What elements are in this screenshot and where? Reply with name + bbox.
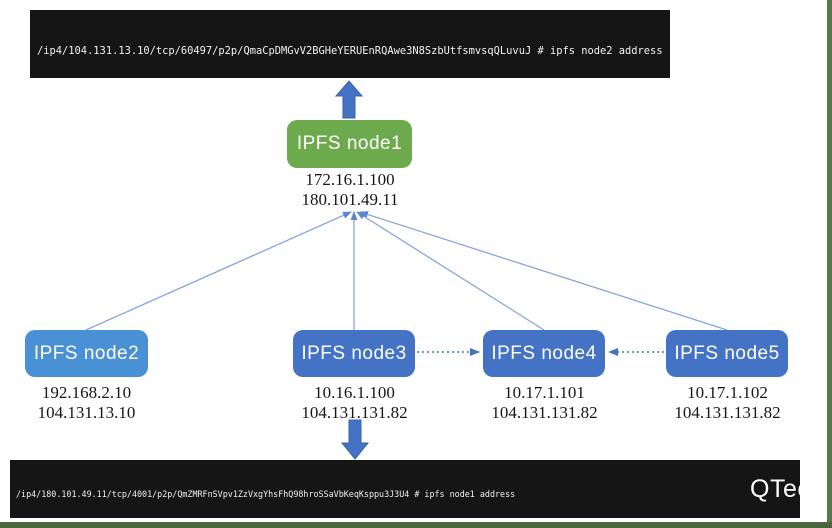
node-box-ipfs-node5: IPFS node5 bbox=[666, 330, 788, 377]
ip-address: 104.131.13.10 bbox=[37, 403, 136, 422]
fan-line-node4-node1 bbox=[356, 211, 545, 331]
fan-line-node5-node1 bbox=[359, 211, 728, 331]
node1-ip-list: 172.16.1.100 180.101.49.11 bbox=[269, 170, 431, 210]
ip-address: 172.16.1.100 bbox=[305, 170, 395, 189]
node5-ip-list: 10.17.1.102 104.131.131.82 bbox=[655, 383, 800, 423]
fan-line-node2-node1 bbox=[85, 211, 352, 331]
qtech-watermark: QTech bbox=[750, 475, 825, 503]
ip-address: 192.168.2.10 bbox=[41, 383, 132, 402]
ip-address: 104.131.131.82 bbox=[674, 403, 781, 422]
node-box-ipfs-node3: IPFS node3 bbox=[293, 330, 415, 377]
node-label: IPFS node1 bbox=[296, 133, 403, 154]
node3-ip-list: 10.16.1.100 104.131.131.82 bbox=[282, 383, 427, 423]
node-box-ipfs-node2: IPFS node2 bbox=[25, 330, 148, 377]
ip-address: 10.16.1.100 bbox=[314, 383, 395, 402]
frame-edge-right bbox=[827, 0, 832, 528]
node2-ip-list: 192.168.2.10 104.131.13.10 bbox=[14, 383, 159, 423]
node-box-ipfs-node1: IPFS node1 bbox=[287, 120, 412, 168]
ip-address: 180.101.49.11 bbox=[301, 190, 399, 209]
node-label: IPFS node3 bbox=[301, 342, 407, 364]
node-label: IPFS node5 bbox=[674, 342, 780, 364]
frame-edge-bottom bbox=[0, 522, 832, 528]
terminal-line: /ip4/180.101.49.11/tcp/4001/p2p/QmZMRFnS… bbox=[16, 488, 516, 499]
ip-address: 10.17.1.101 bbox=[504, 383, 585, 402]
bottom-terminal-output: /ip4/180.101.49.11/tcp/4001/p2p/QmZMRFnS… bbox=[10, 460, 800, 518]
top-terminal-output: /ip4/104.131.13.10/tcp/60497/p2p/QmaCpDM… bbox=[30, 10, 670, 78]
ip-address: 104.131.131.82 bbox=[301, 403, 408, 422]
node-box-ipfs-node4: IPFS node4 bbox=[483, 330, 605, 377]
up-arrow bbox=[334, 80, 364, 119]
down-arrow bbox=[340, 419, 370, 460]
ip-address: 104.131.131.82 bbox=[491, 403, 598, 422]
terminal-line: /ip4/104.131.13.10/tcp/60497/p2p/QmaCpDM… bbox=[37, 45, 663, 57]
node4-ip-list: 10.17.1.101 104.131.131.82 bbox=[472, 383, 617, 423]
ip-address: 10.17.1.102 bbox=[687, 383, 768, 402]
node-label: IPFS node4 bbox=[491, 342, 597, 364]
node-label: IPFS node2 bbox=[33, 342, 140, 364]
